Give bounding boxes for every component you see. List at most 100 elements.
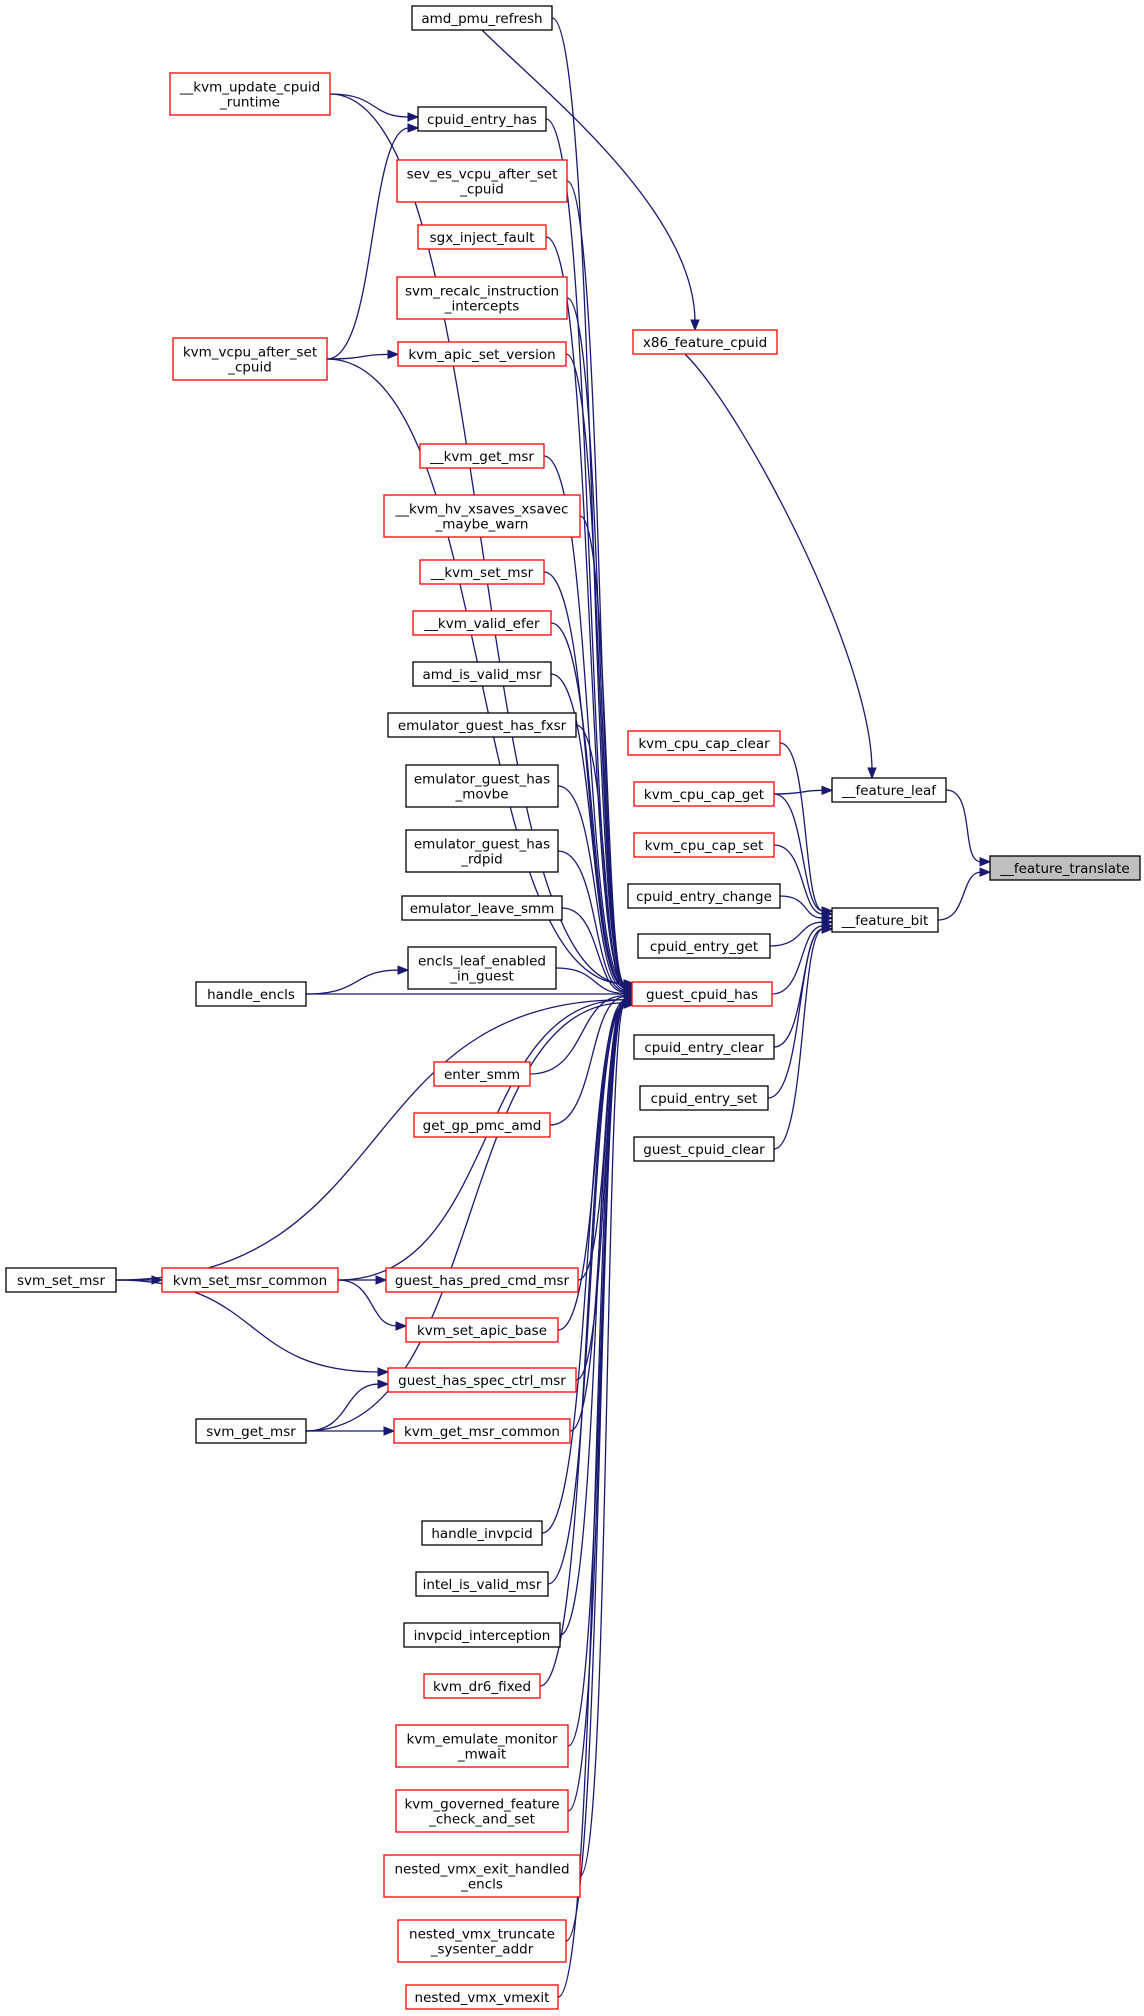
node-box bbox=[395, 1789, 569, 1833]
node-box bbox=[195, 1418, 307, 1444]
node-label: __feature_bit bbox=[841, 913, 929, 929]
node-box bbox=[397, 1919, 567, 1963]
node-box bbox=[396, 276, 568, 320]
node-label: _intercepts bbox=[444, 299, 520, 315]
node-feature-translate[interactable]: __feature_translate bbox=[989, 855, 1141, 881]
node-cpuid-entry-change[interactable]: cpuid_entry_change bbox=[627, 883, 781, 909]
node-svm-get-msr[interactable]: svm_get_msr bbox=[195, 1418, 307, 1444]
node-kvm-set-apic-base[interactable]: kvm_set_apic_base bbox=[405, 1317, 559, 1343]
node-cpuid-entry-set[interactable]: cpuid_entry_set bbox=[639, 1085, 769, 1111]
node-box bbox=[419, 443, 545, 469]
node-kvm-valid-efer-u[interactable]: __kvm_valid_efer bbox=[412, 610, 552, 636]
node-emulator-guest-has-rdpid[interactable]: emulator_guest_has_rdpid bbox=[405, 829, 559, 873]
node-enter-smm[interactable]: enter_smm bbox=[433, 1061, 531, 1087]
node-label: _mwait bbox=[457, 1747, 506, 1763]
node-label: _cpuid bbox=[227, 360, 272, 376]
node-box bbox=[383, 494, 581, 538]
node-nested-vmx-vmexit[interactable]: nested_vmx_vmexit bbox=[405, 1984, 559, 2010]
node-cpuid-entry-clear[interactable]: cpuid_entry_clear bbox=[633, 1034, 775, 1060]
node-guest-has-pred-cmd-msr[interactable]: guest_has_pred_cmd_msr bbox=[385, 1267, 579, 1293]
node-kvm-hv-xsaves-xsavec-maybe-warn[interactable]: __kvm_hv_xsaves_xsavec_maybe_warn bbox=[383, 494, 581, 538]
node-label: guest_cpuid_has bbox=[646, 987, 758, 1003]
node-amd-is-valid-msr[interactable]: amd_is_valid_msr bbox=[412, 661, 552, 687]
node-x86-feature-cpuid[interactable]: x86_feature_cpuid bbox=[632, 329, 778, 355]
node-emulator-guest-has-movbe[interactable]: emulator_guest_has_movbe bbox=[405, 764, 559, 808]
node-box bbox=[633, 781, 775, 807]
node-cpuid-entry-get[interactable]: cpuid_entry_get bbox=[637, 933, 771, 959]
node-box bbox=[383, 1854, 581, 1898]
node-guest-has-spec-ctrl-msr[interactable]: guest_has_spec_ctrl_msr bbox=[387, 1367, 577, 1393]
node-kvm-apic-set-version[interactable]: kvm_apic_set_version bbox=[397, 341, 567, 367]
node-sev-es-vcpu-after-set-cpuid[interactable]: sev_es_vcpu_after_set_cpuid bbox=[396, 159, 568, 203]
node-label: emulator_guest_has_fxsr bbox=[398, 718, 567, 734]
node-label: __kvm_update_cpuid bbox=[179, 80, 320, 96]
node-box bbox=[633, 832, 775, 858]
node-label: __kvm_valid_efer bbox=[423, 616, 540, 632]
arrowhead-amd_pmu_refresh-to-x86_feature_cpuid bbox=[690, 319, 700, 332]
node-guest-cpuid-has[interactable]: guest_cpuid_has bbox=[631, 981, 773, 1007]
node-invpcid-interception[interactable]: invpcid_interception bbox=[403, 1622, 561, 1648]
node-kvm-dr6-fixed[interactable]: kvm_dr6_fixed bbox=[423, 1673, 541, 1699]
node-box bbox=[412, 610, 552, 636]
node-emulator-guest-has-fxsr[interactable]: emulator_guest_has_fxsr bbox=[387, 712, 577, 738]
node-kvm-vcpu-after-set-cpuid[interactable]: kvm_vcpu_after_set_cpuid bbox=[172, 337, 328, 381]
node-handle-invpcid[interactable]: handle_invpcid bbox=[421, 1520, 543, 1546]
node-kvm-update-cpuid-runtime[interactable]: __kvm_update_cpuid_runtime bbox=[169, 72, 331, 116]
edge-kvm_vcpu_after_set_cpuid-to-cpuid_entry_has bbox=[326, 127, 410, 360]
node-box bbox=[5, 1267, 117, 1293]
node-label: invpcid_interception bbox=[414, 1628, 551, 1644]
node-label: kvm_emulate_monitor bbox=[407, 1732, 558, 1748]
node-box bbox=[385, 1267, 579, 1293]
node-svm-set-msr[interactable]: svm_set_msr bbox=[5, 1267, 117, 1293]
node-label: svm_get_msr bbox=[206, 1424, 296, 1440]
node-label: guest_has_spec_ctrl_msr bbox=[398, 1373, 566, 1389]
node-kvm-emulate-monitor-mwait[interactable]: kvm_emulate_monitor_mwait bbox=[395, 1724, 569, 1768]
arrowhead-kvm_set_msr_common-to-kvm_set_apic_base bbox=[395, 1321, 408, 1331]
node-box bbox=[387, 1367, 577, 1393]
node-kvm-get-msr-u[interactable]: __kvm_get_msr bbox=[419, 443, 545, 469]
node-label: svm_recalc_instruction bbox=[405, 284, 559, 300]
node-cpuid-entry-has[interactable]: cpuid_entry_has bbox=[417, 106, 547, 132]
node-label: _cpuid bbox=[459, 182, 504, 198]
node-svm-recalc-instruction-intercepts[interactable]: svm_recalc_instruction_intercepts bbox=[396, 276, 568, 320]
node-label: kvm_vcpu_after_set bbox=[183, 345, 317, 361]
edge-svm_get_msr-to-guest_has_spec_ctrl_msr bbox=[305, 1383, 380, 1432]
edge-x86_feature_cpuid-to-feature_leaf bbox=[684, 353, 873, 771]
node-intel-is-valid-msr[interactable]: intel_is_valid_msr bbox=[415, 1571, 549, 1597]
edge-svm_set_msr-to-guest_has_spec_ctrl_msr bbox=[115, 1279, 380, 1373]
edge-handle_encls-to-encls_leaf_enabled_in_guest bbox=[305, 969, 400, 995]
node-amd-pmu-refresh[interactable]: amd_pmu_refresh bbox=[411, 5, 553, 31]
node-encls-leaf-enabled-in-guest[interactable]: encls_leaf_enabled_in_guest bbox=[407, 946, 557, 990]
node-kvm-cpu-cap-set[interactable]: kvm_cpu_cap_set bbox=[633, 832, 775, 858]
node-nested-vmx-exit-handled-encls[interactable]: nested_vmx_exit_handled_encls bbox=[383, 1854, 581, 1898]
node-nested-vmx-truncate-sysenter-addr[interactable]: nested_vmx_truncate_sysenter_addr bbox=[397, 1919, 567, 1963]
node-kvm-get-msr-common[interactable]: kvm_get_msr_common bbox=[393, 1418, 571, 1444]
node-label: _encls bbox=[460, 1877, 503, 1893]
arrowhead-kvm_set_msr_common-to-guest_has_pred_cmd_msr bbox=[375, 1275, 388, 1285]
node-feature-leaf[interactable]: __feature_leaf bbox=[831, 777, 947, 803]
node-box bbox=[633, 1034, 775, 1060]
node-label: emulator_leave_smm bbox=[410, 901, 555, 917]
node-label: get_gp_pmc_amd bbox=[423, 1118, 542, 1134]
arrowhead-kvm_cpu_cap_get-to-feature_leaf bbox=[821, 785, 834, 796]
node-sgx-inject-fault[interactable]: sgx_inject_fault bbox=[417, 224, 547, 250]
node-kvm-cpu-cap-get[interactable]: kvm_cpu_cap_get bbox=[633, 781, 775, 807]
node-feature-bit[interactable]: __feature_bit bbox=[831, 907, 939, 933]
node-box bbox=[387, 712, 577, 738]
node-get-gp-pmc-amd[interactable]: get_gp_pmc_amd bbox=[413, 1112, 551, 1138]
node-emulator-leave-smm[interactable]: emulator_leave_smm bbox=[401, 895, 563, 921]
edge-svm_set_msr-to-guest_cpuid_has bbox=[115, 999, 626, 1281]
node-box bbox=[161, 1267, 339, 1293]
node-label: nested_vmx_vmexit bbox=[415, 1990, 550, 2006]
node-kvm-governed-feature-check-and-set[interactable]: kvm_governed_feature_check_and_set bbox=[395, 1789, 569, 1833]
node-label: sgx_inject_fault bbox=[430, 230, 535, 246]
arrowhead-svm_get_msr-to-kvm_get_msr_common bbox=[383, 1426, 396, 1436]
edge-svm_get_msr-to-guest_cpuid_has bbox=[305, 1002, 626, 1432]
node-label: __feature_leaf bbox=[841, 783, 937, 799]
node-kvm-set-msr-u[interactable]: __kvm_set_msr bbox=[419, 559, 545, 585]
node-guest-cpuid-clear[interactable]: guest_cpuid_clear bbox=[633, 1136, 775, 1162]
node-label: _maybe_warn bbox=[435, 517, 529, 533]
node-handle-encls[interactable]: handle_encls bbox=[195, 981, 307, 1007]
node-kvm-set-msr-common[interactable]: kvm_set_msr_common bbox=[161, 1267, 339, 1293]
node-kvm-cpu-cap-clear[interactable]: kvm_cpu_cap_clear bbox=[627, 730, 781, 756]
